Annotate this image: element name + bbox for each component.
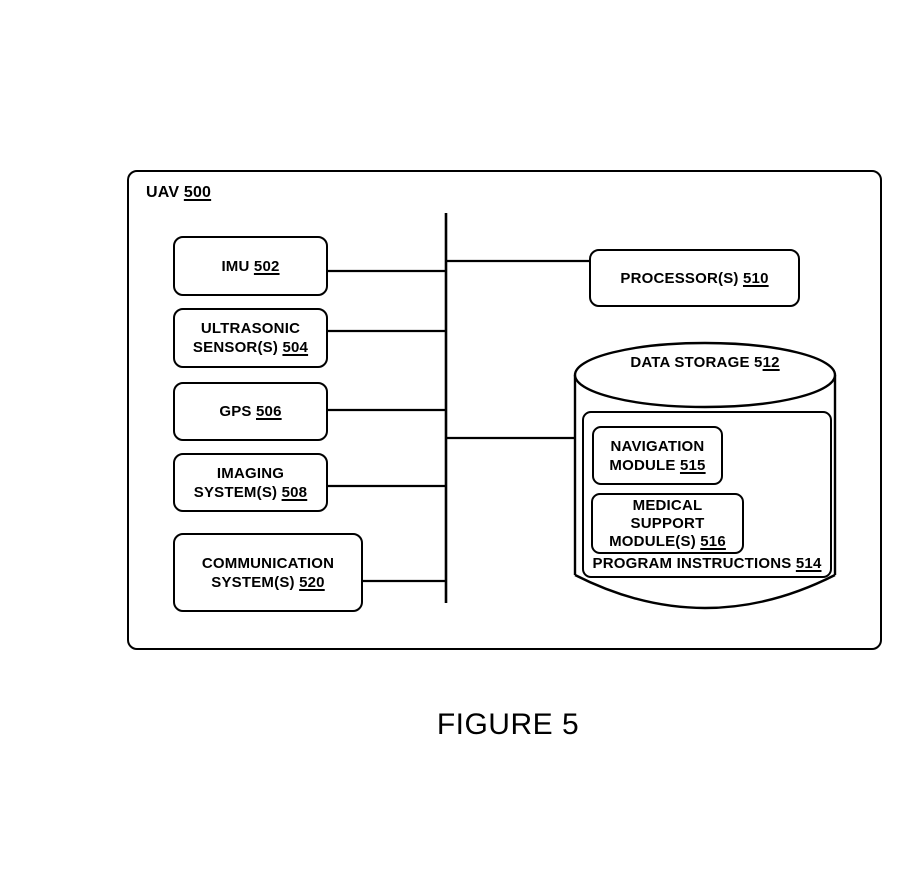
medical-label-line2: SUPPORT [630,514,705,532]
box-imu: IMU 502 [173,236,328,296]
communication-label-line1: COMMUNICATION [201,554,335,572]
program-instructions-label: PROGRAM INSTRUCTIONS 514 [592,555,822,572]
uav-container-box [127,170,882,650]
ultrasonic-label-line1: ULTRASONIC [200,320,301,337]
figure-caption: FIGURE 5 [436,708,580,741]
medical-label-line3: MODULE(S) 516 [609,532,726,550]
medical-support-module-box: MEDICAL SUPPORT MODULE(S) 516 [591,493,744,554]
communication-label-line2: SYSTEM(S) 520 [211,573,325,591]
program-instructions-box: NAVIGATION MODULE 515 MEDICAL SUPPORT MO… [582,411,832,578]
uav-ref-number: 500 [183,184,212,201]
navigation-module-box: NAVIGATION MODULE 515 [592,426,723,485]
imu-label: IMU 502 [221,257,280,275]
ultrasonic-label-line2: SENSOR(S) 504 [192,339,309,356]
box-imaging-systems: IMAGING SYSTEM(S) 508 [173,453,328,512]
imaging-label-line1: IMAGING [216,464,285,482]
navigation-label-line1: NAVIGATION [610,437,705,455]
box-ultrasonic-sensors: ULTRASONIC SENSOR(S) 504 [173,308,328,368]
medical-label-line1: MEDICAL [632,496,703,514]
data-storage-label: DATA STORAGE 512 [630,354,780,371]
navigation-label-line2: MODULE 515 [609,456,706,474]
imaging-label-line2: SYSTEM(S) 508 [193,483,308,501]
box-communication-systems: COMMUNICATION SYSTEM(S) 520 [173,533,363,612]
uav-label: UAV 500 [146,184,211,202]
gps-label: GPS 506 [219,403,282,420]
uav-label-text: UAV [146,184,184,201]
box-gps: GPS 506 [173,382,328,441]
box-processors: PROCESSOR(S) 510 [589,249,800,307]
processor-label: PROCESSOR(S) 510 [620,269,769,287]
